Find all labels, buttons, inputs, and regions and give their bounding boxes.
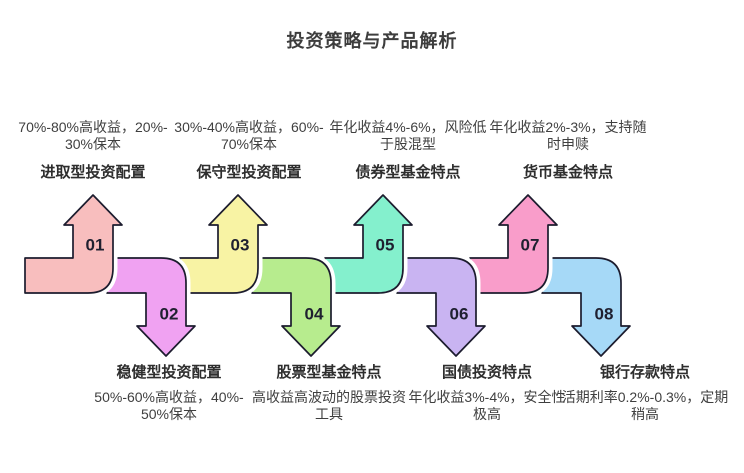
step-label-06: 国债投资特点 (441, 364, 533, 381)
step-description-line: 稍高 (630, 406, 659, 422)
step-label-03: 保守型投资配置 (196, 164, 302, 181)
arrow-shape (251, 257, 341, 357)
arrow-shape (541, 257, 631, 357)
arrow-shape (179, 194, 268, 294)
step-description-03: 30%-40%高收益，60%-70%保本 (174, 119, 323, 153)
arrow-number: 06 (450, 305, 469, 324)
step-description-line: 工具 (315, 406, 343, 422)
arrow-number: 03 (231, 236, 250, 255)
arrow-number: 04 (305, 305, 324, 324)
step-label-05: 债券型基金特点 (355, 164, 461, 181)
arrow-03: 03 (175, 190, 272, 298)
arrow-number: 02 (160, 305, 179, 324)
step-description-line: 极高 (472, 406, 501, 422)
arrow-08: 08 (537, 253, 635, 361)
arrow-06: 06 (392, 253, 490, 361)
arrow-07: 07 (465, 190, 562, 298)
step-description-07: 年化收益2%-3%，支持随时申赎 (489, 119, 646, 153)
step-description-line: 年化收益4%-6%，风险低 (329, 119, 487, 135)
step-description-line: 50%-60%高收益，40%- (94, 389, 244, 405)
arrow-05: 05 (320, 190, 417, 298)
step-label-08: 银行存款特点 (599, 364, 691, 381)
step-description-02: 50%-60%高收益，40%-50%保本 (94, 389, 243, 423)
arrow-number: 07 (521, 236, 540, 255)
arrow-shape (106, 257, 196, 357)
step-description-line: 70%保本 (220, 136, 278, 152)
step-description-line: 50%保本 (140, 406, 198, 422)
arrow-04: 04 (247, 253, 345, 361)
main-title: 投资策略与产品解析 (286, 31, 458, 51)
arrow-number: 05 (376, 236, 395, 255)
arrow-shape (396, 257, 486, 357)
step-description-line: 年化收益3%-4%，安全性 (408, 389, 566, 405)
arrow-shape (324, 194, 413, 294)
arrow-01: 01 (20, 190, 127, 298)
step-description-line: 30%保本 (64, 136, 122, 152)
step-description-line: 30%-40%高收益，60%- (174, 119, 324, 135)
step-description-06: 年化收益3%-4%，安全性极高 (408, 389, 565, 423)
arrow-shape (24, 194, 123, 294)
step-description-line: 70%-80%高收益，20%- (18, 119, 168, 135)
arrow-shape (469, 194, 558, 294)
step-description-line: 时申赎 (546, 136, 589, 152)
step-description-05: 年化收益4%-6%，风险低于股混型 (329, 119, 486, 153)
step-description-01: 70%-80%高收益，20%-30%保本 (18, 119, 167, 153)
step-label-04: 股票型基金特点 (276, 364, 382, 381)
step-description-08: 活期利率0.2%-0.3%，定期稍高 (562, 389, 728, 423)
step-description-line: 活期利率0.2%-0.3%，定期 (561, 389, 729, 405)
step-description-line: 年化收益2%-3%，支持随 (489, 119, 647, 135)
step-description-04: 高收益高波动的股票投资工具 (252, 389, 406, 423)
step-label-01: 进取型投资配置 (40, 164, 146, 181)
step-label-02: 稳健型投资配置 (116, 364, 222, 381)
arrow-02: 02 (102, 253, 200, 361)
step-description-line: 于股混型 (379, 136, 436, 152)
step-label-07: 货币基金特点 (522, 164, 614, 181)
arrow-number: 08 (595, 305, 614, 324)
arrow-number: 01 (86, 236, 105, 255)
step-description-line: 高收益高波动的股票投资 (252, 389, 406, 405)
